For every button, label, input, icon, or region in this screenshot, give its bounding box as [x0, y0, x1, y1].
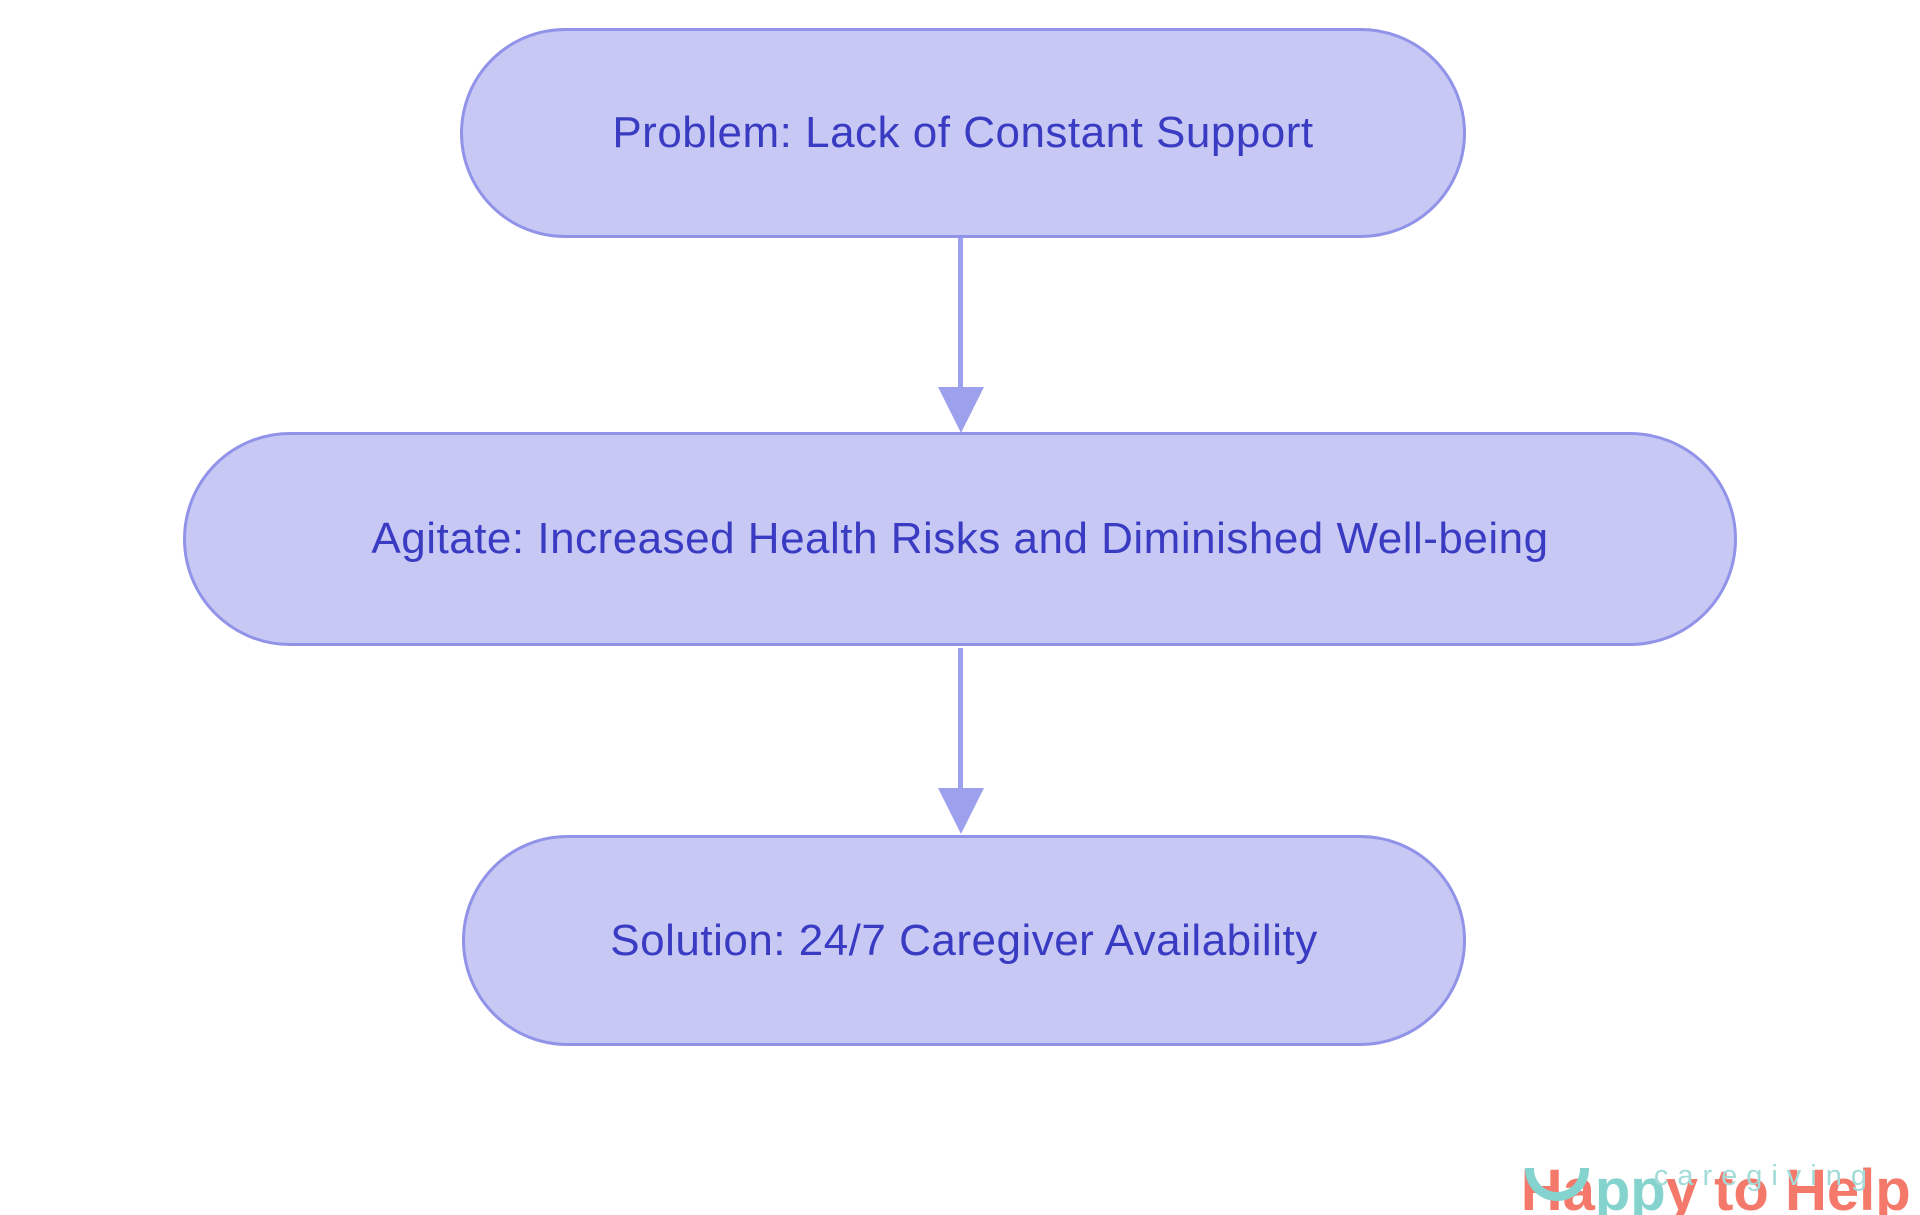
happy-to-help-logo: Happy to Help caregiving: [1424, 1104, 1911, 1215]
connector-line-problem-agitate: [958, 238, 963, 388]
logo-wordmark-part: pp: [1594, 1158, 1666, 1215]
logo-wordmark-part: to Help: [1697, 1158, 1911, 1215]
arrow-down-icon: [938, 387, 984, 433]
logo-tagline: caregiving: [1653, 1160, 1876, 1192]
flow-node-problem: Problem: Lack of Constant Support: [460, 28, 1466, 238]
logo-wordmark-part: y: [1665, 1158, 1698, 1215]
flow-node-problem-label: Problem: Lack of Constant Support: [612, 108, 1314, 157]
flow-node-solution-label: Solution: 24/7 Caregiver Availability: [610, 915, 1318, 965]
logo-wordmark: Happy to Help: [1424, 1104, 1911, 1215]
arrow-down-icon: [938, 788, 984, 834]
flow-node-agitate-label: Agitate: Increased Health Risks and Dimi…: [371, 514, 1549, 563]
flow-node-solution: Solution: 24/7 Caregiver Availability: [462, 835, 1466, 1046]
connector-line-agitate-solution: [958, 648, 963, 789]
flow-node-agitate: Agitate: Increased Health Risks and Dimi…: [183, 432, 1737, 646]
smile-icon: [1525, 1168, 1589, 1201]
